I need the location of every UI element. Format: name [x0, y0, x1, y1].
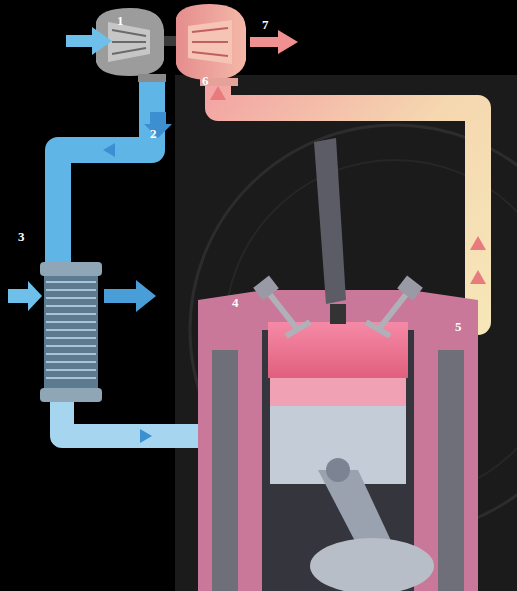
flow-arrow — [470, 236, 486, 250]
piston — [270, 406, 406, 484]
callout-number: 5 — [455, 320, 462, 334]
combustion-chamber — [268, 322, 408, 378]
callout-number: 3 — [18, 230, 25, 244]
ambient-air-arrow — [8, 281, 42, 311]
exhaust-valve — [378, 292, 408, 330]
crankshaft — [310, 538, 434, 591]
air-inlet-arrow — [66, 27, 112, 55]
turbine-housing — [176, 4, 246, 80]
valve-spring — [397, 276, 423, 301]
intercooler-tank — [40, 388, 102, 402]
flow-arrow — [140, 429, 152, 443]
flow-arrow — [103, 143, 115, 157]
piston-pin — [326, 458, 350, 482]
turbine-wheel — [188, 20, 232, 64]
callout-number: 7 — [262, 18, 269, 32]
exhaust-pipe — [218, 78, 478, 322]
intake-valve — [286, 322, 310, 336]
injector — [330, 304, 346, 324]
callout-number: 4 — [232, 296, 239, 310]
flow-arrow — [144, 112, 172, 138]
ambient-air-arrow — [104, 280, 156, 312]
intercooler-core — [44, 276, 98, 388]
coolant-jacket — [212, 350, 238, 591]
intercooler-fins — [46, 282, 96, 378]
callout-number: 6 — [202, 74, 209, 88]
compressor-flange — [138, 74, 166, 82]
exhaust-outlet-arrow — [250, 30, 298, 54]
compressor-blades — [112, 30, 146, 54]
flow-arrow — [210, 86, 226, 100]
injector-line — [314, 138, 346, 304]
watermark-panel — [175, 75, 517, 591]
charge-air-pipe — [58, 78, 152, 268]
piston-crown — [270, 378, 406, 406]
flow-arrow — [470, 270, 486, 284]
intake-valve — [268, 292, 298, 330]
coolant-jacket — [438, 350, 464, 591]
valve-spring — [253, 276, 279, 301]
intercooler-tank — [40, 262, 102, 276]
compressor-wheel — [108, 22, 150, 62]
callout-number: 1 — [117, 14, 124, 28]
turbine-blades — [192, 28, 228, 56]
exhaust-valve — [366, 322, 390, 336]
callout-number: 2 — [150, 127, 157, 141]
